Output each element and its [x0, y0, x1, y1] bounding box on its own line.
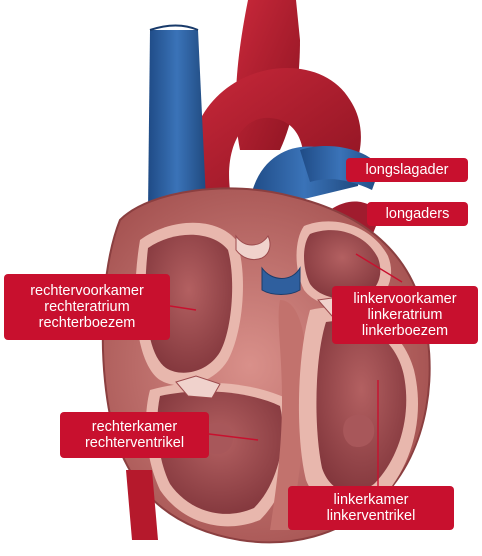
- label-linkervoorkamer: linkervoorkamer linkeratrium linkerboeze…: [332, 286, 478, 344]
- label-line: linkerventrikel: [294, 508, 448, 524]
- label-line: rechterventrikel: [66, 435, 203, 451]
- label-linkerkamer: linkerkamer linkerventrikel: [288, 486, 454, 530]
- label-line: linkervoorkamer: [338, 291, 472, 307]
- label-rechterkamer: rechterkamer rechterventrikel: [60, 412, 209, 458]
- label-longaders: longaders: [367, 202, 468, 226]
- label-line: rechterkamer: [66, 419, 203, 435]
- label-rechtervoorkamer: rechtervoorkamer rechteratrium rechterbo…: [4, 274, 170, 340]
- label-longslagader-text: longslagader: [352, 162, 462, 178]
- label-line: rechtervoorkamer: [10, 283, 164, 299]
- label-longslagader: longslagader: [346, 158, 468, 182]
- label-line: linkeratrium: [338, 307, 472, 323]
- label-longaders-text: longaders: [373, 206, 462, 222]
- superior-vena-cava: [148, 26, 206, 211]
- label-line: rechterboezem: [10, 315, 164, 331]
- label-line: linkerkamer: [294, 492, 448, 508]
- label-line: rechteratrium: [10, 299, 164, 315]
- label-line: linkerboezem: [338, 323, 472, 339]
